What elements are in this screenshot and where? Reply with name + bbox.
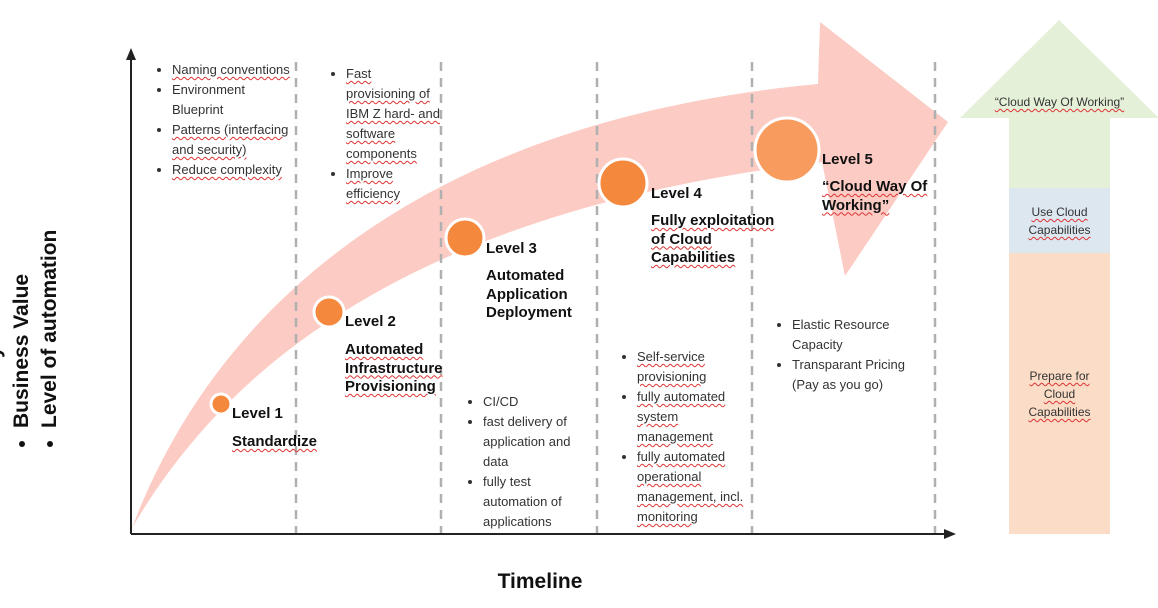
- side-arrow-bottom-label: Prepare for Cloud Capabilities: [1028, 369, 1091, 419]
- y-label: Maturity level: [0, 130, 8, 428]
- side-arrow-middle-label: Use Cloud Capabilities: [1028, 205, 1091, 237]
- level-2-circle: [312, 295, 346, 329]
- level-1-circle: [209, 392, 233, 416]
- side-arrow-head: [960, 20, 1158, 118]
- side-arrow-middle-band: [1009, 188, 1110, 253]
- level-1-subtitle: Standardize: [232, 433, 318, 450]
- x-axis-label: Timeline: [497, 570, 583, 593]
- bullet-item: Fast provisioning of IBM Z hard- and sof…: [346, 64, 442, 164]
- bullet-item: Naming conventions: [172, 60, 290, 80]
- bullet-item: fast delivery of application and data: [483, 412, 589, 472]
- x-axis-arrowhead: [944, 529, 956, 539]
- level-3-subtitle: Automated Application Deployment: [486, 267, 572, 321]
- level-4-circle: [597, 157, 649, 209]
- y-label: Business Value: [8, 130, 36, 428]
- level-1-name: Level 1: [232, 405, 283, 422]
- level-5-circle: [753, 116, 821, 184]
- axes: [130, 58, 946, 535]
- growth-arrow: [132, 22, 948, 528]
- level-5-bullets: Elastic Resource Capacity Transparant Pr…: [770, 315, 930, 395]
- bullet-item: fully test automation of applications: [483, 472, 589, 532]
- bullet-item: fully automated operational management, …: [637, 447, 753, 527]
- level-3-name: Level 3: [486, 240, 537, 257]
- level-3-circle: [444, 217, 486, 259]
- level-2-subtitle: Automated Infrastructure Provisioning: [345, 341, 443, 395]
- bullet-item: Elastic Resource Capacity: [792, 315, 930, 355]
- bullet-item: Improve efficiency: [346, 164, 442, 204]
- y-axis-labels: Maturity level Business Value Level of a…: [0, 130, 80, 450]
- level-3-bullets: CI/CD fast delivery of application and d…: [461, 392, 589, 532]
- level-1-bullets: Naming conventions Environment Blueprint…: [150, 60, 290, 180]
- y-axis-arrowhead: [126, 48, 136, 60]
- side-arrow-top-band: [1009, 118, 1110, 188]
- bullet-item: fully automated system management: [637, 387, 753, 447]
- bullet-item: CI/CD: [483, 392, 589, 412]
- level-5-name: Level 5: [822, 151, 873, 168]
- y-label: Level of automation: [36, 130, 64, 428]
- side-arrow-top-label: “Cloud Way Of Working”: [994, 95, 1125, 109]
- bullet-item: Environment Blueprint: [172, 80, 290, 120]
- level-4-bullets: Self-service provisioning fully automate…: [615, 347, 753, 527]
- bullet-item: Reduce complexity: [172, 160, 290, 180]
- bullet-item: Patterns (interfacing and security): [172, 120, 290, 160]
- side-arrow-bottom-band: [1009, 253, 1110, 534]
- level-2-bullets: Fast provisioning of IBM Z hard- and sof…: [324, 64, 442, 204]
- level-2-name: Level 2: [345, 313, 396, 330]
- bullet-item: Transparant Pricing (Pay as you go): [792, 355, 930, 395]
- bullet-item: Self-service provisioning: [637, 347, 753, 387]
- level-5-subtitle: “Cloud Way Of Working”: [822, 178, 928, 214]
- level-circles: [209, 116, 821, 416]
- level-4-subtitle: Fully exploitation of Cloud Capabilities: [651, 212, 775, 266]
- level-4-name: Level 4: [651, 185, 702, 202]
